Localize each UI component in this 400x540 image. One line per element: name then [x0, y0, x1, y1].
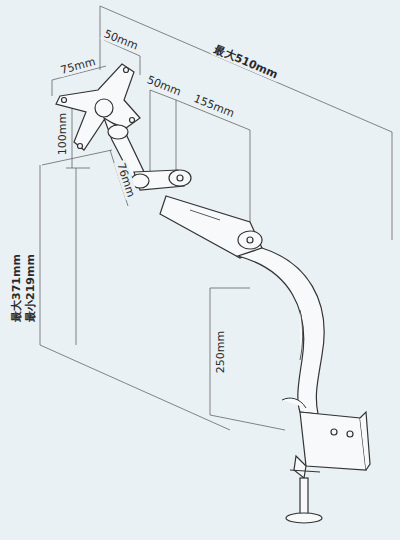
dimension-label: 最大510mm: [210, 42, 281, 82]
dimension-label: 50mm: [100, 27, 141, 54]
dimension-label: 155mm: [190, 91, 238, 120]
dimension-lines: [40, 6, 392, 430]
dimension-label: 最大371mm: [10, 252, 23, 324]
dimension-label: 100mm: [56, 111, 69, 157]
dimension-label: 250mm: [214, 329, 227, 375]
dimension-label: 75mm: [57, 55, 98, 78]
dimension-label: 最小219mm: [24, 252, 37, 324]
arm-body: [56, 64, 370, 523]
